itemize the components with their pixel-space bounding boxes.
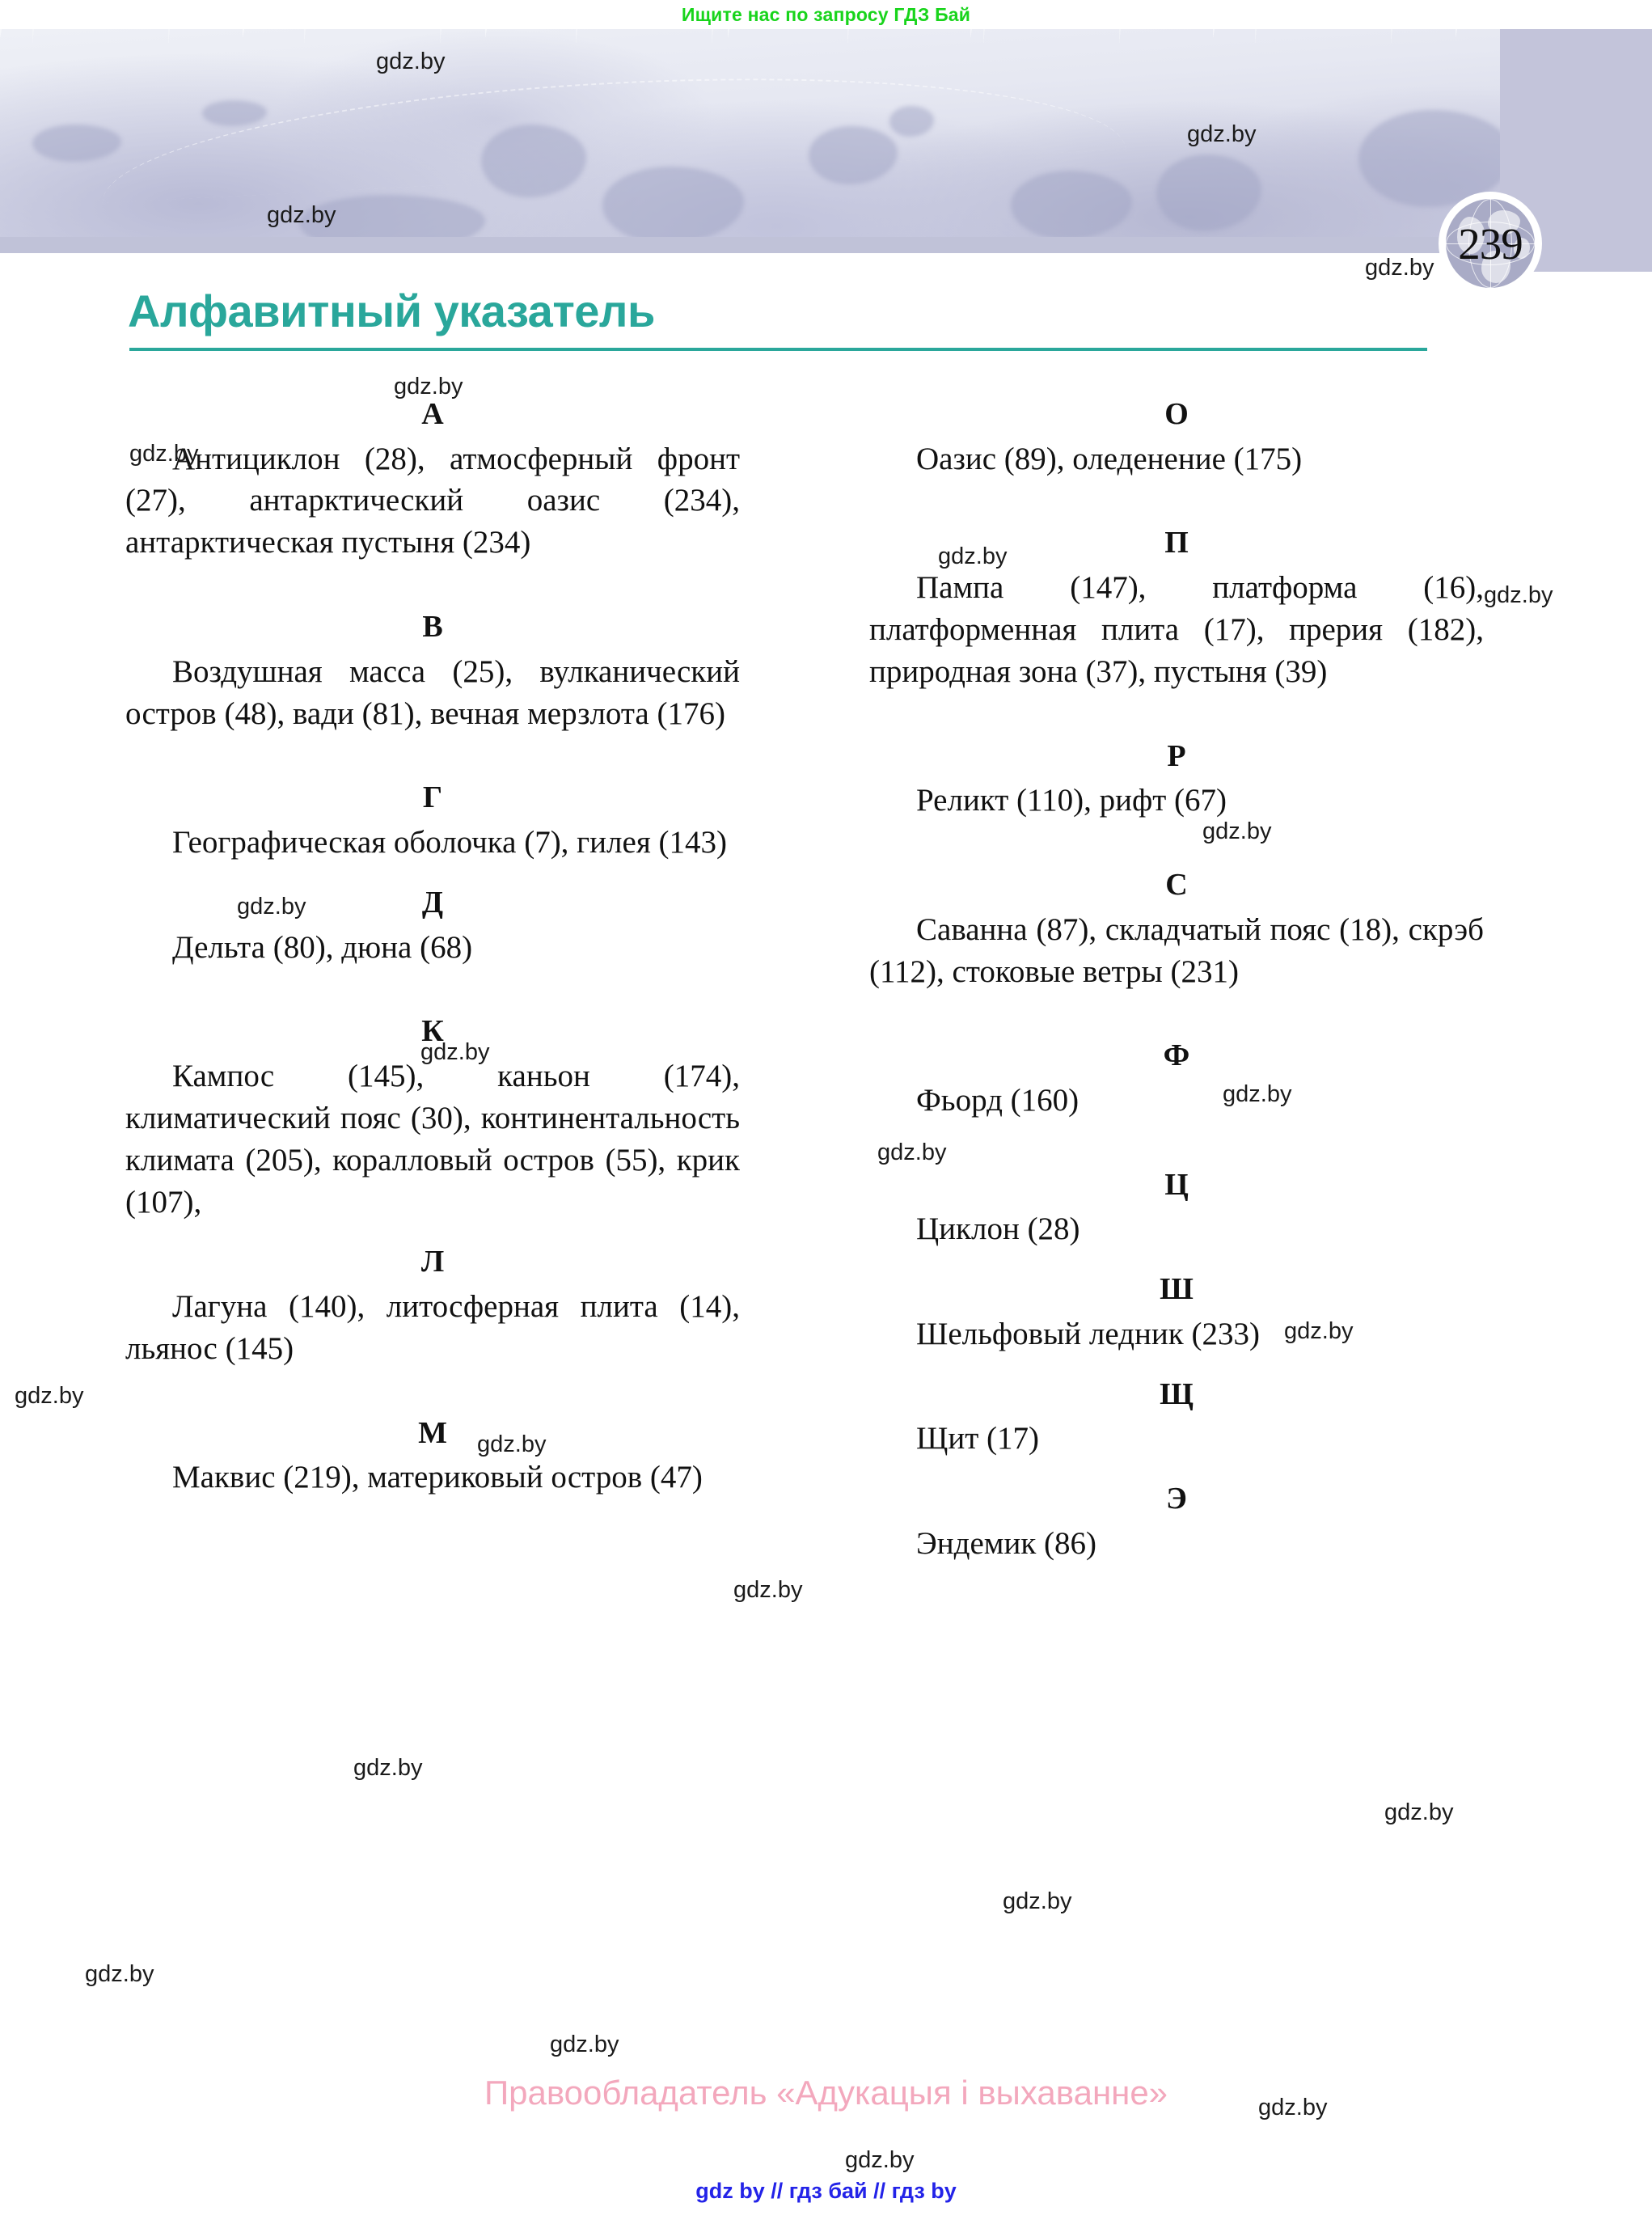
header-blob	[1011, 171, 1132, 239]
index-section-v: В Воздушная масса (25), вулка­нический о…	[125, 609, 740, 734]
watermark-text: gdz.by	[1365, 255, 1434, 281]
index-entries: Географическая оболочка (7), гилея (143)	[172, 825, 727, 860]
header-blob	[202, 100, 267, 126]
index-letter-heading: М	[418, 1415, 447, 1450]
globe-icon	[1446, 199, 1535, 288]
watermark-text: gdz.by	[1384, 1799, 1454, 1825]
title-underline-rule	[129, 348, 1427, 351]
index-section-o: О Оазис (89), оледенение (175)	[869, 396, 1484, 480]
promo-banner: Ищите нас по запросу ГДЗ Бай	[0, 0, 1652, 29]
index-entries: Лагуна (140), литосферная плита (14), ль…	[125, 1289, 740, 1366]
index-letter-heading: Э	[1166, 1482, 1187, 1516]
index-letter-heading: П	[1164, 526, 1189, 560]
index-entries: Маквис (219), материковый остров (47)	[172, 1460, 703, 1495]
header-blob	[481, 125, 586, 197]
index-section-ts: Ц Циклон (28)	[869, 1167, 1484, 1250]
index-entries: Антициклон (28), атмосфер­ный фронт (27)…	[125, 441, 740, 560]
index-letter-heading: В	[422, 610, 443, 645]
index-entries: Реликт (110), рифт (67)	[916, 783, 1227, 818]
header-blob	[32, 125, 121, 162]
index-entries: Эндемик (86)	[916, 1525, 1096, 1561]
index-section-l: Л Лагуна (140), литосферная плита (14), …	[125, 1244, 740, 1369]
index-entries: Пампа (147), платформа (16), платформенн…	[869, 570, 1484, 689]
watermark-text: gdz.by	[353, 1755, 423, 1781]
index-section-r: Р Реликт (110), рифт (67)	[869, 738, 1484, 822]
index-section-f: Ф Фьорд (160)	[869, 1038, 1484, 1121]
index-entries: Циклон (28)	[916, 1211, 1080, 1247]
index-letter-heading: С	[1165, 868, 1188, 903]
promo-banner-text: Ищите нас по запросу ГДЗ Бай	[681, 3, 971, 25]
index-section-e: Э Эндемик (86)	[869, 1481, 1484, 1564]
index-entries: Саванна (87), складчатый по­яс (18), скр…	[869, 911, 1484, 989]
page-number: 239	[1458, 218, 1523, 268]
index-letter-heading: Л	[420, 1245, 445, 1279]
index-entries: Оазис (89), оледенение (175)	[916, 441, 1303, 476]
header-bottom-strip	[0, 237, 1652, 253]
index-entries: Кампос (145), каньон (174), климатически…	[125, 1058, 740, 1220]
index-entries: Фьорд (160)	[916, 1082, 1080, 1118]
index-left-column: А Антициклон (28), атмосфер­ный фронт (2…	[125, 396, 740, 1597]
index-section-k: К Кампос (145), каньон (174), климатичес…	[125, 1013, 740, 1223]
index-letter-heading: Щ	[1160, 1376, 1194, 1411]
header-decorative-image	[0, 29, 1652, 253]
index-letter-heading: Ц	[1164, 1167, 1189, 1202]
index-letter-heading: Ш	[1160, 1272, 1194, 1307]
index-right-column: О Оазис (89), оледенение (175) П Пампа (…	[869, 396, 1484, 1597]
index-entries: Воздушная масса (25), вулка­нический ост…	[125, 653, 740, 731]
index-section-p: П Пампа (147), платформа (16), платформе…	[869, 525, 1484, 692]
index-letter-heading: А	[421, 397, 444, 431]
header-blob	[602, 167, 744, 243]
index-letter-heading: Г	[422, 780, 443, 815]
site-footer-links: gdz by // гдз бай // гдз by	[695, 2179, 957, 2203]
header-blob	[889, 106, 934, 137]
index-entries: Дельта (80), дюна (68)	[172, 929, 473, 965]
index-letter-heading: К	[421, 1014, 444, 1049]
index-letter-heading: Ф	[1163, 1038, 1190, 1073]
copyright-notice: Правообладатель «Адукацыя і выхаванне»	[484, 2074, 1168, 2112]
watermark-text: gdz.by	[550, 2032, 619, 2057]
page-title: Алфавитный указатель	[128, 285, 655, 336]
watermark-text: gdz.by	[845, 2147, 915, 2173]
index-entries: Шельфовый ледник (233)	[916, 1316, 1260, 1351]
watermark-text: gdz.by	[85, 1961, 154, 1987]
index-letter-heading: Д	[421, 885, 444, 920]
index-section-m: М Маквис (219), материковый остров (47)	[125, 1415, 740, 1499]
index-section-d: Д Дельта (80), дюна (68)	[125, 885, 740, 968]
page-number-badge: 239	[1439, 192, 1542, 295]
index-section-s: С Саванна (87), складчатый по­яс (18), с…	[869, 867, 1484, 992]
index-letter-heading: О	[1164, 397, 1189, 431]
header-blob	[1156, 154, 1261, 231]
index-section-shch: Щ Щит (17)	[869, 1376, 1484, 1460]
index-section-g: Г Географическая оболочка (7), гилея (14…	[125, 780, 740, 863]
index-section-sh: Ш Шельфовый ледник (233)	[869, 1271, 1484, 1355]
header-blob	[809, 126, 898, 184]
index-letter-heading: Р	[1167, 738, 1186, 773]
alphabetical-index: А Антициклон (28), атмосфер­ный фронт (2…	[0, 396, 1652, 1597]
index-entries: Щит (17)	[916, 1421, 1039, 1457]
watermark-text: gdz.by	[1003, 1888, 1072, 1914]
index-section-a: А Антициклон (28), атмосфер­ный фронт (2…	[125, 396, 740, 564]
header-blob	[1358, 110, 1512, 207]
